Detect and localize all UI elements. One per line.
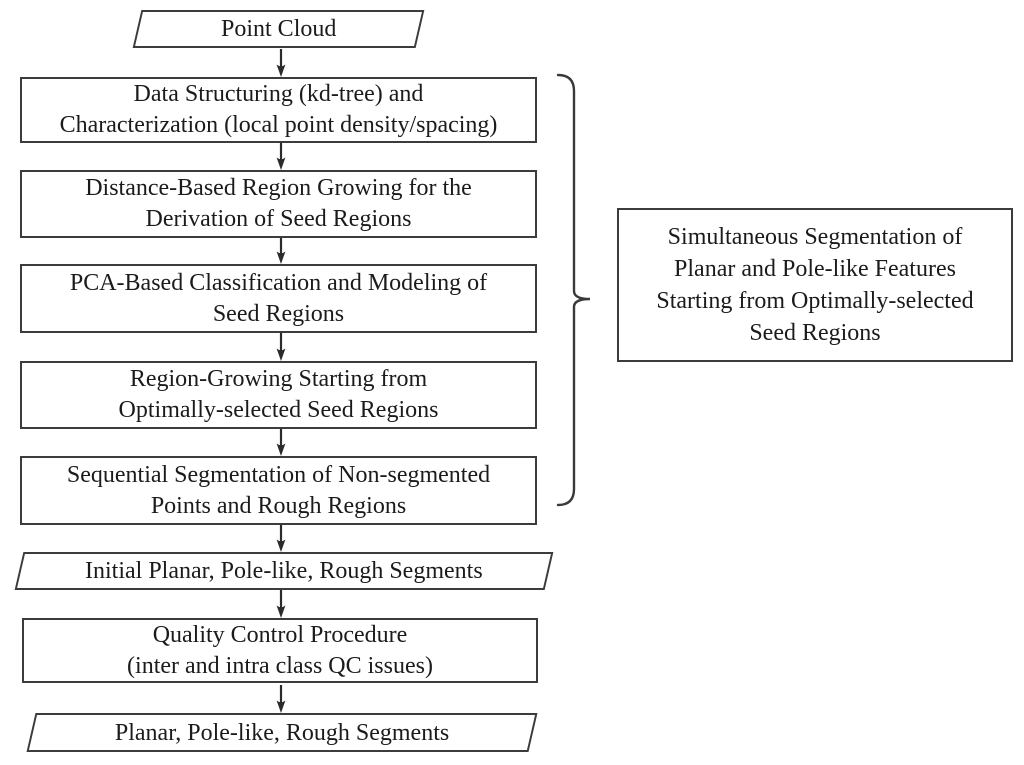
node-pca-classification-line2: Seed Regions: [212, 300, 345, 327]
annotation-line4: Seed Regions: [749, 320, 881, 346]
arrow-down-icon: [276, 685, 286, 713]
node-sequential-segmentation-line2: Points and Rough Regions: [150, 492, 407, 519]
arrow-down-icon: [276, 49, 286, 77]
node-region-growing: Region-Growing Starting from Optimally-s…: [20, 361, 537, 429]
node-distance-region-growing: Distance-Based Region Growing for the De…: [20, 170, 537, 238]
grouping-brace-icon: [556, 73, 591, 507]
node-point-cloud-label: Point Cloud: [220, 16, 337, 42]
annotation-line2: Planar and Pole-like Features: [674, 256, 956, 282]
node-region-growing-line1: Region-Growing Starting from: [129, 366, 428, 392]
node-sequential-segmentation-line1: Sequential Segmentation of Non-segmented: [66, 461, 491, 488]
node-pca-classification-line1: PCA-Based Classification and Modeling of: [69, 269, 488, 296]
node-quality-control-line2: (inter and intra class QC issues): [127, 652, 433, 679]
node-data-structuring-line2: Characterization (local point density/sp…: [59, 112, 498, 138]
node-distance-region-growing-line1: Distance-Based Region Growing for the: [85, 175, 472, 201]
node-pca-classification: PCA-Based Classification and Modeling of…: [20, 264, 537, 333]
node-region-growing-line2: Optimally-selected Seed Regions: [118, 397, 439, 423]
arrow-down-icon: [276, 333, 286, 361]
node-point-cloud: Point Cloud: [132, 10, 425, 48]
node-final-segments: Planar, Pole-like, Rough Segments: [26, 713, 538, 752]
arrow-down-icon: [276, 590, 286, 618]
node-quality-control: Quality Control Procedure (inter and int…: [22, 618, 538, 683]
node-distance-region-growing-line2: Derivation of Seed Regions: [145, 206, 412, 232]
annotation-simultaneous-segmentation: Simultaneous Segmentation of Planar and …: [617, 208, 1013, 362]
node-sequential-segmentation: Sequential Segmentation of Non-segmented…: [20, 456, 537, 525]
annotation-line1: Simultaneous Segmentation of: [667, 224, 963, 250]
node-data-structuring: Data Structuring (kd-tree) and Character…: [20, 77, 537, 143]
arrow-down-icon: [276, 142, 286, 170]
arrow-down-icon: [276, 524, 286, 552]
arrow-down-icon: [276, 428, 286, 456]
arrow-down-icon: [276, 236, 286, 264]
node-initial-segments-label: Initial Planar, Pole-like, Rough Segment…: [85, 558, 483, 584]
node-initial-segments: Initial Planar, Pole-like, Rough Segment…: [14, 552, 554, 590]
node-quality-control-line1: Quality Control Procedure: [152, 621, 408, 648]
node-final-segments-label: Planar, Pole-like, Rough Segments: [114, 719, 450, 746]
node-data-structuring-line1: Data Structuring (kd-tree) and: [133, 81, 424, 107]
annotation-line3: Starting from Optimally-selected: [656, 288, 974, 314]
